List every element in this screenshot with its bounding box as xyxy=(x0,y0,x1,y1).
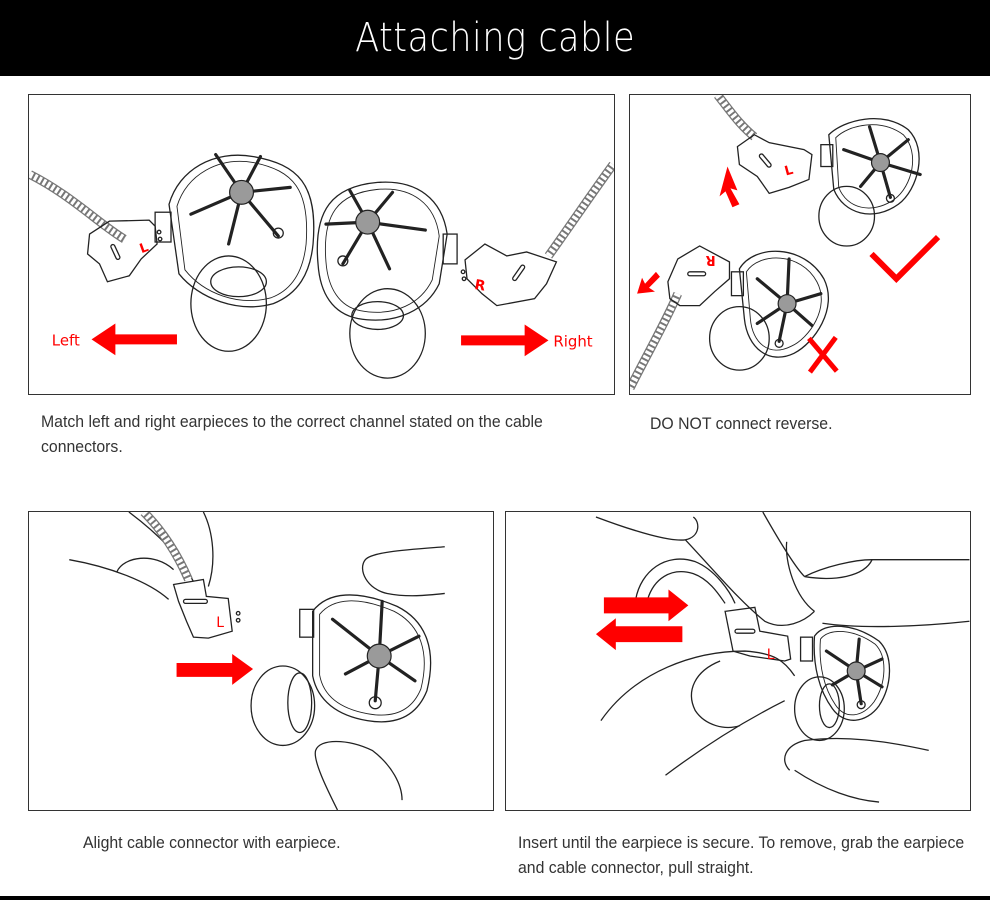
footer-divider xyxy=(0,896,990,900)
right-connector-mark: R xyxy=(473,277,487,295)
right-label: Right xyxy=(553,332,592,350)
wrong-earpiece xyxy=(708,250,830,371)
correct-connector-mark: L xyxy=(783,163,795,180)
left-connector: L xyxy=(86,219,163,283)
align-connector-illustration: L xyxy=(69,512,445,810)
wrong-connector: R xyxy=(667,245,731,307)
earpieces-left-right-illustration: L xyxy=(29,153,614,379)
earpiece xyxy=(793,625,891,742)
cable-loop xyxy=(635,558,736,604)
down-left-arrow-icon xyxy=(637,271,660,294)
double-arrow-icon xyxy=(595,589,689,651)
left-cable xyxy=(29,170,127,243)
right-connector: R xyxy=(460,243,558,307)
illustration-insert-connector: L xyxy=(505,511,971,811)
connector: L xyxy=(172,578,241,639)
check-mark-icon xyxy=(869,234,941,283)
connector: L xyxy=(724,606,792,663)
finger-top-right xyxy=(361,546,445,597)
illustration-match-channels: L xyxy=(28,94,615,395)
caption-insert-connector: Insert until the earpiece is secure. To … xyxy=(518,833,965,877)
left-arrow-icon xyxy=(91,323,177,356)
wrong-connector-mark: R xyxy=(706,252,716,267)
page-title: Attaching cable xyxy=(354,15,636,61)
caption-match-channels: Match left and right earpieces to the co… xyxy=(41,412,543,456)
correct-earpiece xyxy=(818,117,922,247)
up-arrow-icon xyxy=(719,166,740,208)
cross-mark-icon xyxy=(807,335,839,374)
left-label: Left xyxy=(52,331,80,349)
caption-align-connector: Alight cable connector with earpiece. xyxy=(83,833,341,852)
top-cable xyxy=(714,95,758,141)
illustration-do-not-reverse: L R xyxy=(629,94,971,395)
caption-do-not-reverse: DO NOT connect reverse. xyxy=(650,414,833,433)
left-connector-mark: L xyxy=(138,240,151,257)
connector-mark: L xyxy=(767,647,775,663)
correct-connector: L xyxy=(736,133,813,195)
right-arrow-icon xyxy=(461,324,549,357)
fingers xyxy=(595,512,970,803)
earpiece xyxy=(250,594,432,747)
right-cable xyxy=(544,161,614,259)
right-arrow-icon xyxy=(176,654,254,685)
left-earpiece xyxy=(154,153,315,352)
reverse-connection-illustration: L R xyxy=(630,95,941,391)
connector-mark: L xyxy=(216,615,224,631)
right-earpiece xyxy=(316,181,458,379)
fingers-top-left xyxy=(69,512,214,600)
page-header: Attaching cable xyxy=(0,0,990,76)
insert-connector-illustration: L xyxy=(595,512,970,803)
bottom-cable xyxy=(630,291,682,391)
illustration-align-connector: L xyxy=(28,511,494,811)
cable xyxy=(140,512,193,582)
thumb-bottom xyxy=(314,740,403,810)
